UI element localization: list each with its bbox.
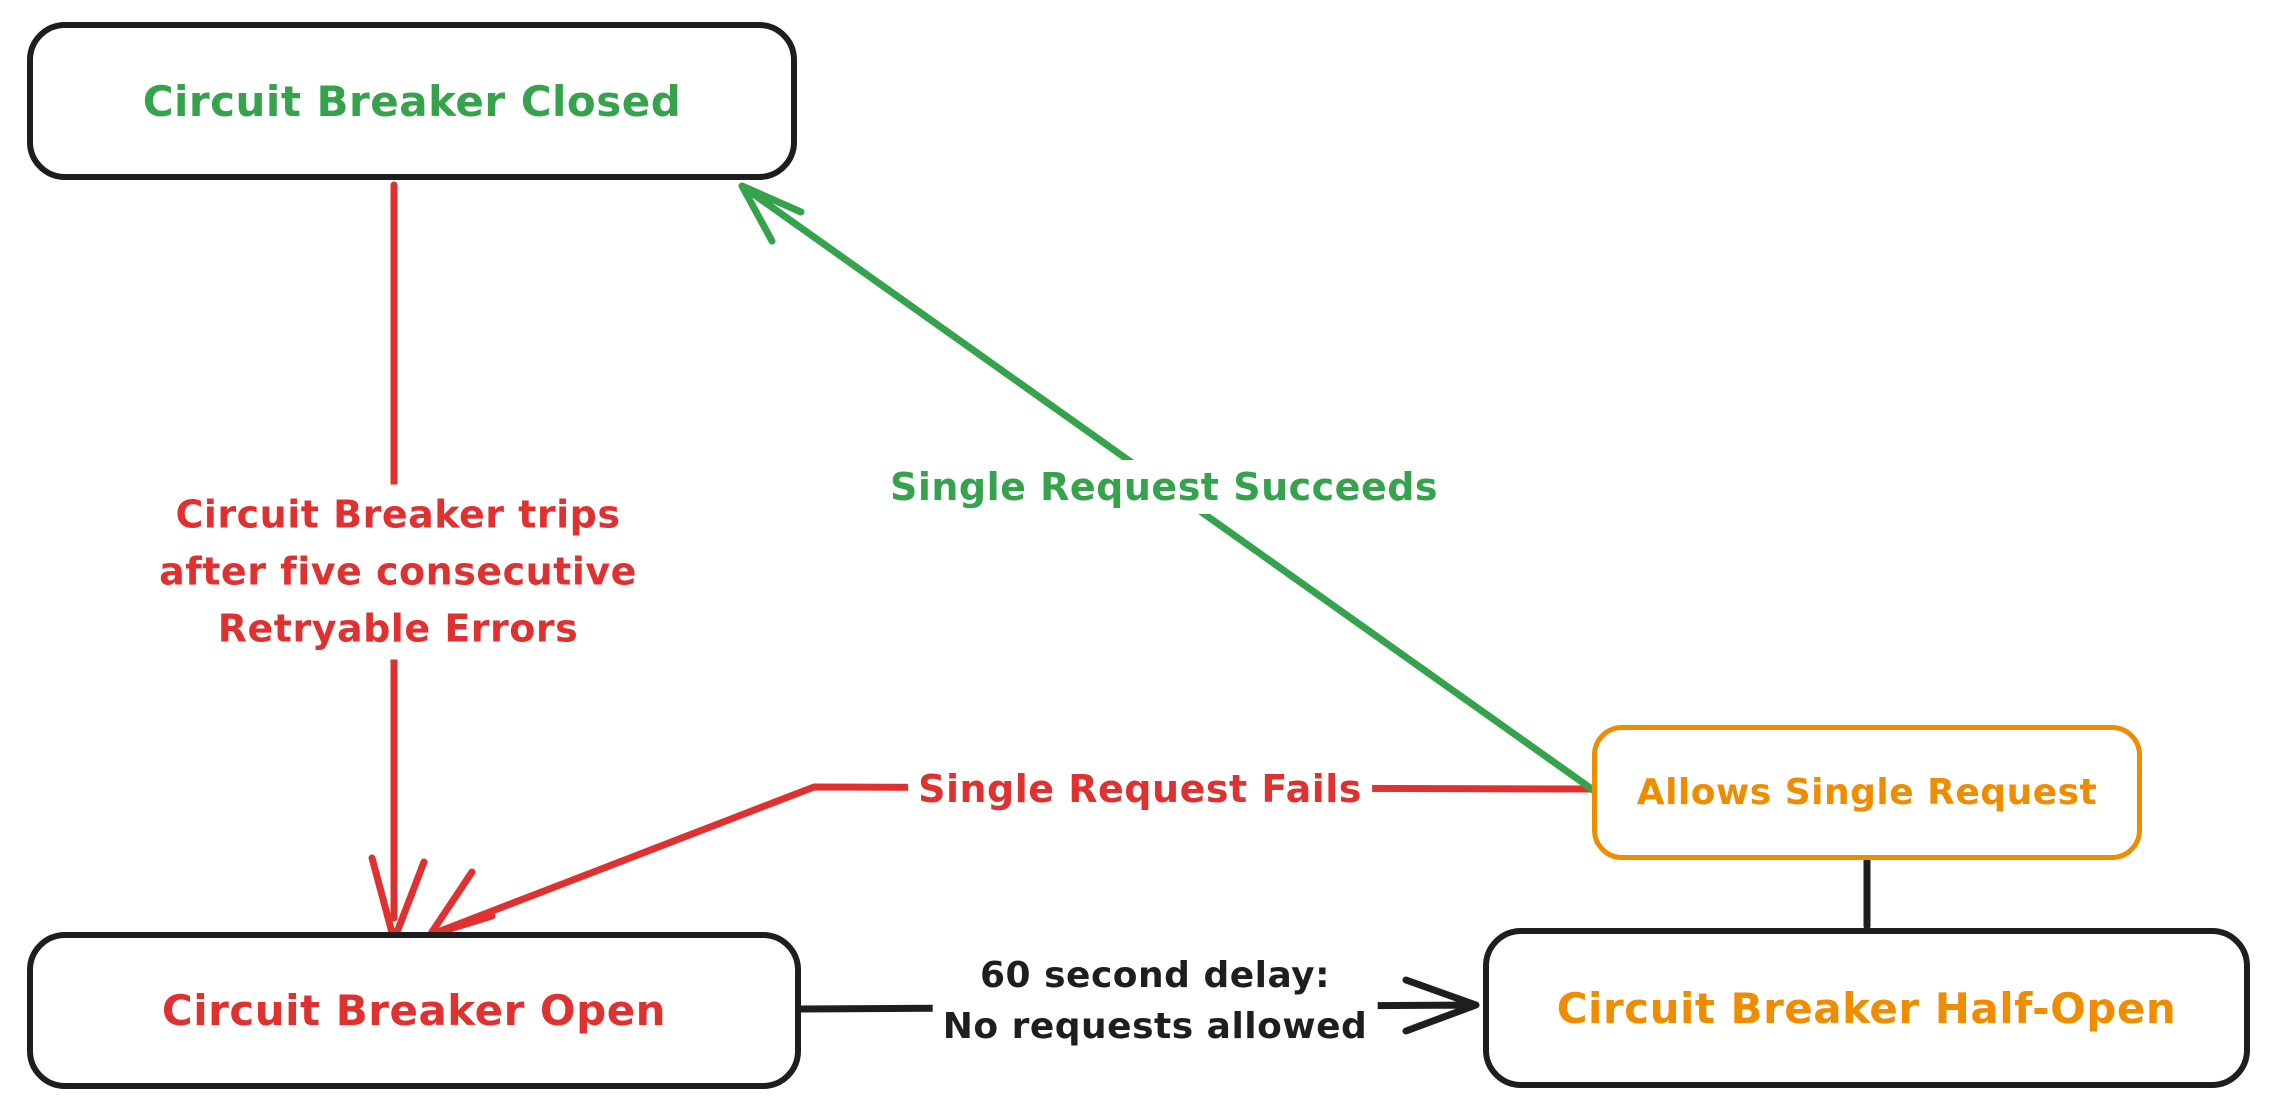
edge-label-fails: Single Request Fails bbox=[908, 762, 1372, 816]
state-node-half-open-label: Circuit Breaker Half-Open bbox=[1556, 983, 2177, 1033]
edge-label-succeeds: Single Request Succeeds bbox=[879, 460, 1449, 514]
edge-label-delay: 60 second delay: No requests allowed bbox=[932, 948, 1378, 1054]
state-node-half-open: Circuit Breaker Half-Open bbox=[1483, 928, 2250, 1088]
state-node-allows-single-request: Allows Single Request bbox=[1592, 725, 2142, 860]
state-node-closed: Circuit Breaker Closed bbox=[27, 22, 797, 180]
state-node-open: Circuit Breaker Open bbox=[27, 932, 801, 1089]
state-node-open-label: Circuit Breaker Open bbox=[161, 986, 667, 1035]
edge-label-trip: Circuit Breaker trips after five consecu… bbox=[149, 484, 647, 660]
state-node-closed-label: Circuit Breaker Closed bbox=[142, 76, 682, 126]
state-node-allows-single-request-label: Allows Single Request bbox=[1636, 772, 2098, 813]
